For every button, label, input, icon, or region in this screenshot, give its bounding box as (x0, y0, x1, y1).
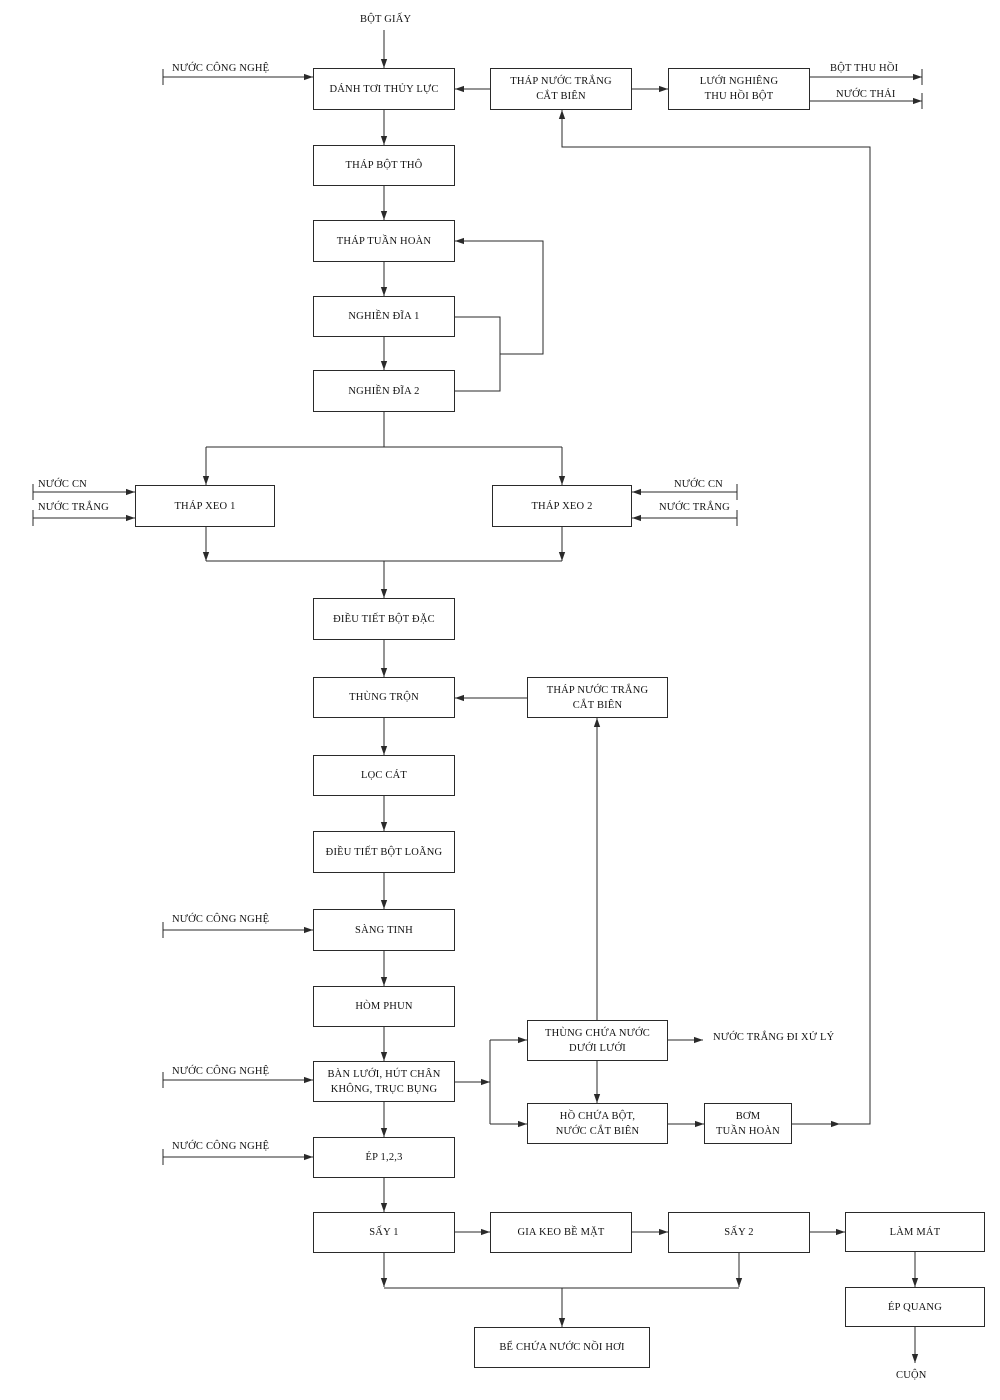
box-danh-toi-thuy-luc: DÁNH TƠI THỦY LỰC (313, 68, 455, 110)
label-nuoc-trang-di-xu-ly: NƯỚC TRẮNG ĐI XỬ LÝ (713, 1032, 835, 1043)
box-thap-tuan-hoan: THÁP TUẦN HOÀN (313, 220, 455, 262)
box-bom-tuan-hoan: BƠM TUẦN HOÀN (704, 1103, 792, 1144)
box-thung-chua-nuoc-duoi-luoi: THÙNG CHỨA NƯỚC DƯỚI LƯỚI (527, 1020, 668, 1061)
box-thap-nuoc-trang-cat-bien-top: THÁP NƯỚC TRẮNG CẮT BIÊN (490, 68, 632, 110)
label-nuoc-cn-left: NƯỚC CN (38, 479, 87, 490)
box-loc-cat: LỌC CÁT (313, 755, 455, 796)
box-be-chua-nuoc-noi-hoi: BỂ CHỨA NƯỚC NỒI HƠI (474, 1327, 650, 1368)
box-thung-tron: THÙNG TRỘN (313, 677, 455, 718)
box-gia-keo-be-mat: GIA KEO BỀ MẶT (490, 1212, 632, 1253)
box-say-1: SẤY 1 (313, 1212, 455, 1253)
line-nghien-loop (455, 316, 501, 392)
label-bot-thu-hoi: BỘT THU HỒI (830, 63, 899, 74)
box-thap-xeo-1: THÁP XEO 1 (135, 485, 275, 527)
label-nuoc-thai: NƯỚC THẢI (836, 89, 896, 100)
box-dieu-tiet-bot-loang: ĐIỀU TIẾT BỘT LOÃNG (313, 831, 455, 873)
box-ho-chua-bot-nuoc-cat-bien: HỒ CHỨA BỘT, NƯỚC CẮT BIÊN (527, 1103, 668, 1144)
box-thap-nuoc-trang-cat-bien-middle: THÁP NƯỚC TRẮNG CẮT BIÊN (527, 677, 668, 718)
box-ep-quang: ÉP QUANG (845, 1287, 985, 1327)
arrow-bom-return-to-thap-nuoc-trang (558, 110, 871, 1125)
label-nuoc-cong-nghe-sang-tinh: NƯỚC CÔNG NGHỆ (172, 914, 270, 925)
box-thap-bot-tho: THÁP BỘT THÔ (313, 145, 455, 186)
label-nuoc-cong-nghe-ep: NƯỚC CÔNG NGHỆ (172, 1141, 270, 1152)
box-ep-1-2-3: ÉP 1,2,3 (313, 1137, 455, 1178)
box-say-2: SẤY 2 (668, 1212, 810, 1253)
label-nuoc-cn-right: NƯỚC CN (674, 479, 723, 490)
label-nuoc-trang-right: NƯỚC TRẮNG (659, 502, 730, 513)
box-dieu-tiet-bot-dac: ĐIỀU TIẾT BỘT ĐẶC (313, 598, 455, 640)
box-luoi-nghieng-thu-hoi-bot: LƯỚI NGHIÊNG THU HỒI BỘT (668, 68, 810, 110)
label-nuoc-trang-left: NƯỚC TRẮNG (38, 502, 109, 513)
box-ban-luoi-hut-chan-khong: BÀN LƯỚI, HÚT CHÂN KHÔNG, TRỤC BỤNG (313, 1061, 455, 1102)
label-cuon: CUỘN (896, 1370, 927, 1381)
box-nghien-dia-2: NGHIỀN ĐĨA 2 (313, 370, 455, 412)
label-bot-giay: BỘT GIẤY (360, 14, 412, 25)
arrow-recirc-to-thap-tuan-hoan (455, 237, 544, 355)
label-nuoc-cong-nghe-ban-luoi: NƯỚC CÔNG NGHỆ (172, 1066, 270, 1077)
box-hom-phun: HÒM PHUN (313, 986, 455, 1027)
box-sang-tinh: SÀNG TINH (313, 909, 455, 951)
box-thap-xeo-2: THÁP XEO 2 (492, 485, 632, 527)
label-nuoc-cong-nghe-top: NƯỚC CÔNG NGHỆ (172, 63, 270, 74)
box-lam-mat: LÀM MÁT (845, 1212, 985, 1252)
box-nghien-dia-1: NGHIỀN ĐĨA 1 (313, 296, 455, 337)
